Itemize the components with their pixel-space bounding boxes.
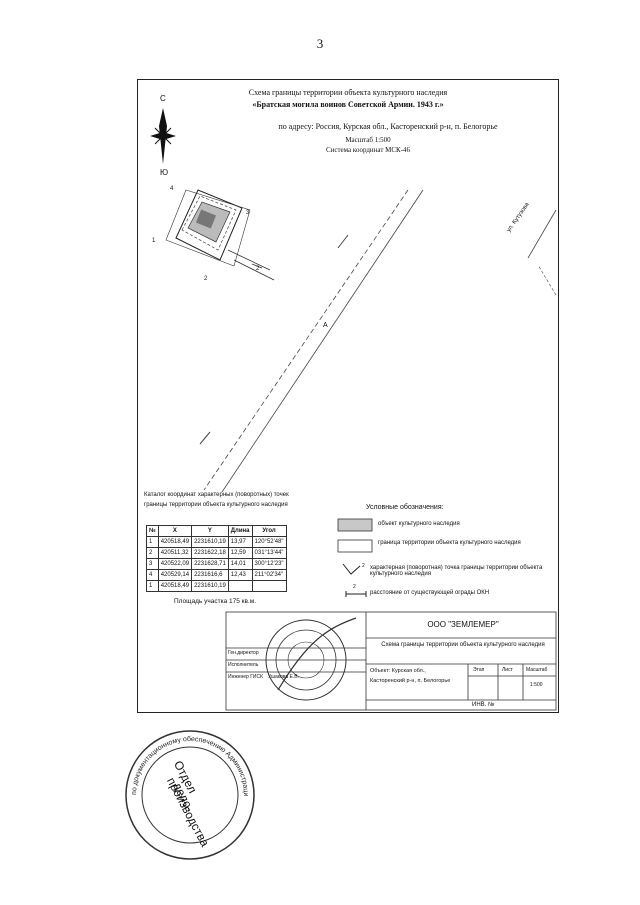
compass-north-label: С	[160, 94, 166, 103]
distance-label: 2	[256, 266, 260, 272]
table-cell	[227, 580, 253, 592]
table-cell: 4	[146, 569, 159, 581]
table-cell: 420518,49	[157, 536, 193, 548]
table-cell: 14,01	[227, 558, 253, 570]
role-director: Ген.директор	[228, 650, 259, 656]
path-label: А	[323, 322, 328, 329]
address-line: по адресу: Россия, Курская обл., Касторе…	[278, 122, 498, 131]
object-location-1: Объект: Курская обл.,	[370, 668, 426, 674]
sheet-column: Лист	[502, 667, 513, 673]
stage-column: Этап	[473, 667, 485, 673]
table-cell: 13,97	[227, 536, 253, 548]
object-location-2: Касторенский р-н, п. Белогорье	[370, 678, 451, 684]
table-row: 1 420518,49 2231610,19	[146, 580, 287, 592]
scale-column: Масштаб	[526, 667, 548, 673]
legend-title: Условные обозначения:	[366, 504, 444, 511]
company-name: ООО "ЗЕМЛЕМЕР"	[427, 620, 499, 629]
legend-item-object: объект культурного наследия	[378, 521, 460, 527]
table-cell: 420511,32	[157, 547, 193, 559]
scale-value: 1:500	[530, 682, 543, 688]
road-corridor	[199, 189, 424, 493]
scheme-title: Схема границы территории объекта культур…	[248, 88, 448, 97]
drawing-sheet: Схема границы территории объекта культур…	[137, 79, 559, 713]
table-row: 3 420522,09 2231628,71 14,01 300°12'23"	[146, 558, 287, 570]
map-point-2: 2	[204, 276, 208, 282]
table-row: 2 420511,32 2231622,18 12,59 031°13'44"	[146, 547, 287, 559]
title-block-frame	[225, 611, 557, 711]
legend-distance-symbol: 2	[353, 584, 356, 590]
table-header-row: № X Y Длина Угол	[146, 525, 287, 537]
table-cell: 031°13'44"	[251, 547, 287, 559]
legend-point-symbol: 2	[362, 563, 365, 569]
legend-item-border: граница территории объекта культурного н…	[378, 540, 521, 546]
table-cell: 420529,14	[157, 569, 193, 581]
map-point-3: 3	[246, 210, 250, 216]
table-cell: 2231610,19	[191, 580, 229, 592]
document-title: Схема границы территории объекта культур…	[381, 642, 545, 648]
table-cell: 12,59	[227, 547, 253, 559]
street-edge	[527, 209, 557, 296]
map-drawing	[150, 108, 557, 711]
table-cell	[251, 580, 287, 592]
object-name: «Братская могила воинов Советской Армии.…	[252, 100, 444, 109]
table-cell: 3	[146, 558, 159, 570]
inventory-number: ИНВ. №	[472, 702, 495, 708]
table-cell: 420522,09	[157, 558, 193, 570]
coordinates-table: № X Y Длина Угол 1 420518,49 2231610,19 …	[146, 525, 287, 592]
role-engineer: Инженер ГИСК	[228, 674, 264, 680]
engineer-name: Ушакова Е.В.	[268, 674, 299, 680]
table-header-cell: Угол	[251, 525, 287, 537]
page-number: 3	[316, 36, 324, 51]
table-cell: 420518,49	[157, 580, 193, 592]
table-header-cell: Y	[191, 525, 229, 537]
map-point-1: 1	[152, 238, 156, 244]
table-cell: 1	[146, 536, 159, 548]
table-cell: 2231628,71	[191, 558, 229, 570]
catalog-caption-2: границы территории объекта культурного н…	[144, 502, 288, 508]
compass-rose-icon	[150, 108, 176, 164]
table-cell: 2	[146, 547, 159, 559]
table-cell: 300°12'23"	[251, 558, 287, 570]
table-header-cell: X	[157, 525, 193, 537]
legend-symbols	[337, 518, 373, 597]
table-header-cell: №	[146, 525, 159, 537]
company-seal-icon	[265, 617, 357, 701]
table-cell: 211°02'34"	[251, 569, 287, 581]
parcel-plan	[165, 189, 275, 281]
area-label: Площадь участка 175 кв.м.	[174, 598, 257, 605]
table-row: 1 420518,49 2231610,19 13,97 120°52'48"	[146, 536, 287, 548]
table-row: 4 420529,14 2231616,6 12,43 211°02'34"	[146, 569, 287, 581]
legend-item-distance: расстояние от существующей ограды ОКН	[370, 590, 490, 596]
table-cell: 12,43	[227, 569, 253, 581]
role-executor: Исполнитель	[228, 662, 259, 668]
catalog-caption-1: Каталог координат характерных (поворотны…	[144, 492, 289, 498]
table-header-cell: Длина	[227, 525, 253, 537]
table-cell: 2231616,6	[191, 569, 229, 581]
table-cell: 2231610,19	[191, 536, 229, 548]
coord-system-line: Система координат МСК-46	[325, 146, 411, 154]
map-point-4: 4	[170, 186, 174, 192]
scale-line: Масштаб 1:500	[345, 136, 391, 144]
compass-south-label: Ю	[160, 168, 169, 177]
table-cell: 120°52'48"	[251, 536, 287, 548]
legend-item-point: характерная (поворотная) точка границы т…	[370, 565, 543, 577]
table-cell: 1	[146, 580, 159, 592]
table-cell: 2231622,18	[191, 547, 229, 559]
